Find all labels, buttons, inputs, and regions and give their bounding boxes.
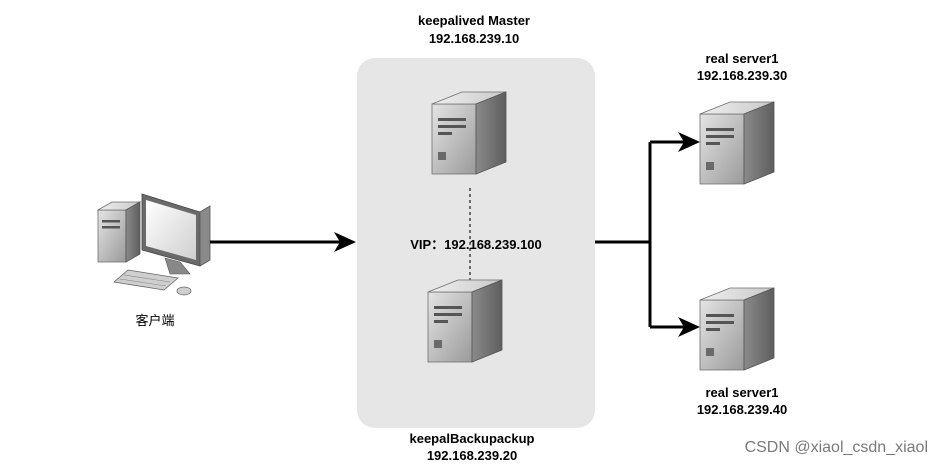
keepalived-group-box [357,58,595,428]
real-server-1-ip: 192.168.239.30 [697,68,787,83]
client-computer-icon [96,193,211,296]
client-to-vip-arrow [210,232,356,252]
master-name: keepalived Master [418,13,530,28]
backup-name: keepalBackupackup [409,431,534,446]
vip-to-real-servers-connector [595,142,652,327]
master-server-icon [431,91,507,175]
to-real-server-2-arrow [650,317,700,337]
real-server-2-name: real server1 [705,385,778,400]
real-server-1-icon [699,101,775,185]
real-server-2-icon [699,287,775,371]
watermark: CSDN @xiaol_csdn_xiaol [745,439,928,456]
vip-label: VIP：192.168.239.100 [410,237,542,252]
to-real-server-1-arrow [650,132,700,152]
backup-server-icon [427,279,503,363]
master-ip: 192.168.239.10 [429,31,519,46]
real-server-2-ip: 192.168.239.40 [697,402,787,417]
backup-ip: 192.168.239.20 [427,448,517,463]
client-label: 客户端 [135,313,174,329]
real-server-1-name: real server1 [705,51,778,66]
